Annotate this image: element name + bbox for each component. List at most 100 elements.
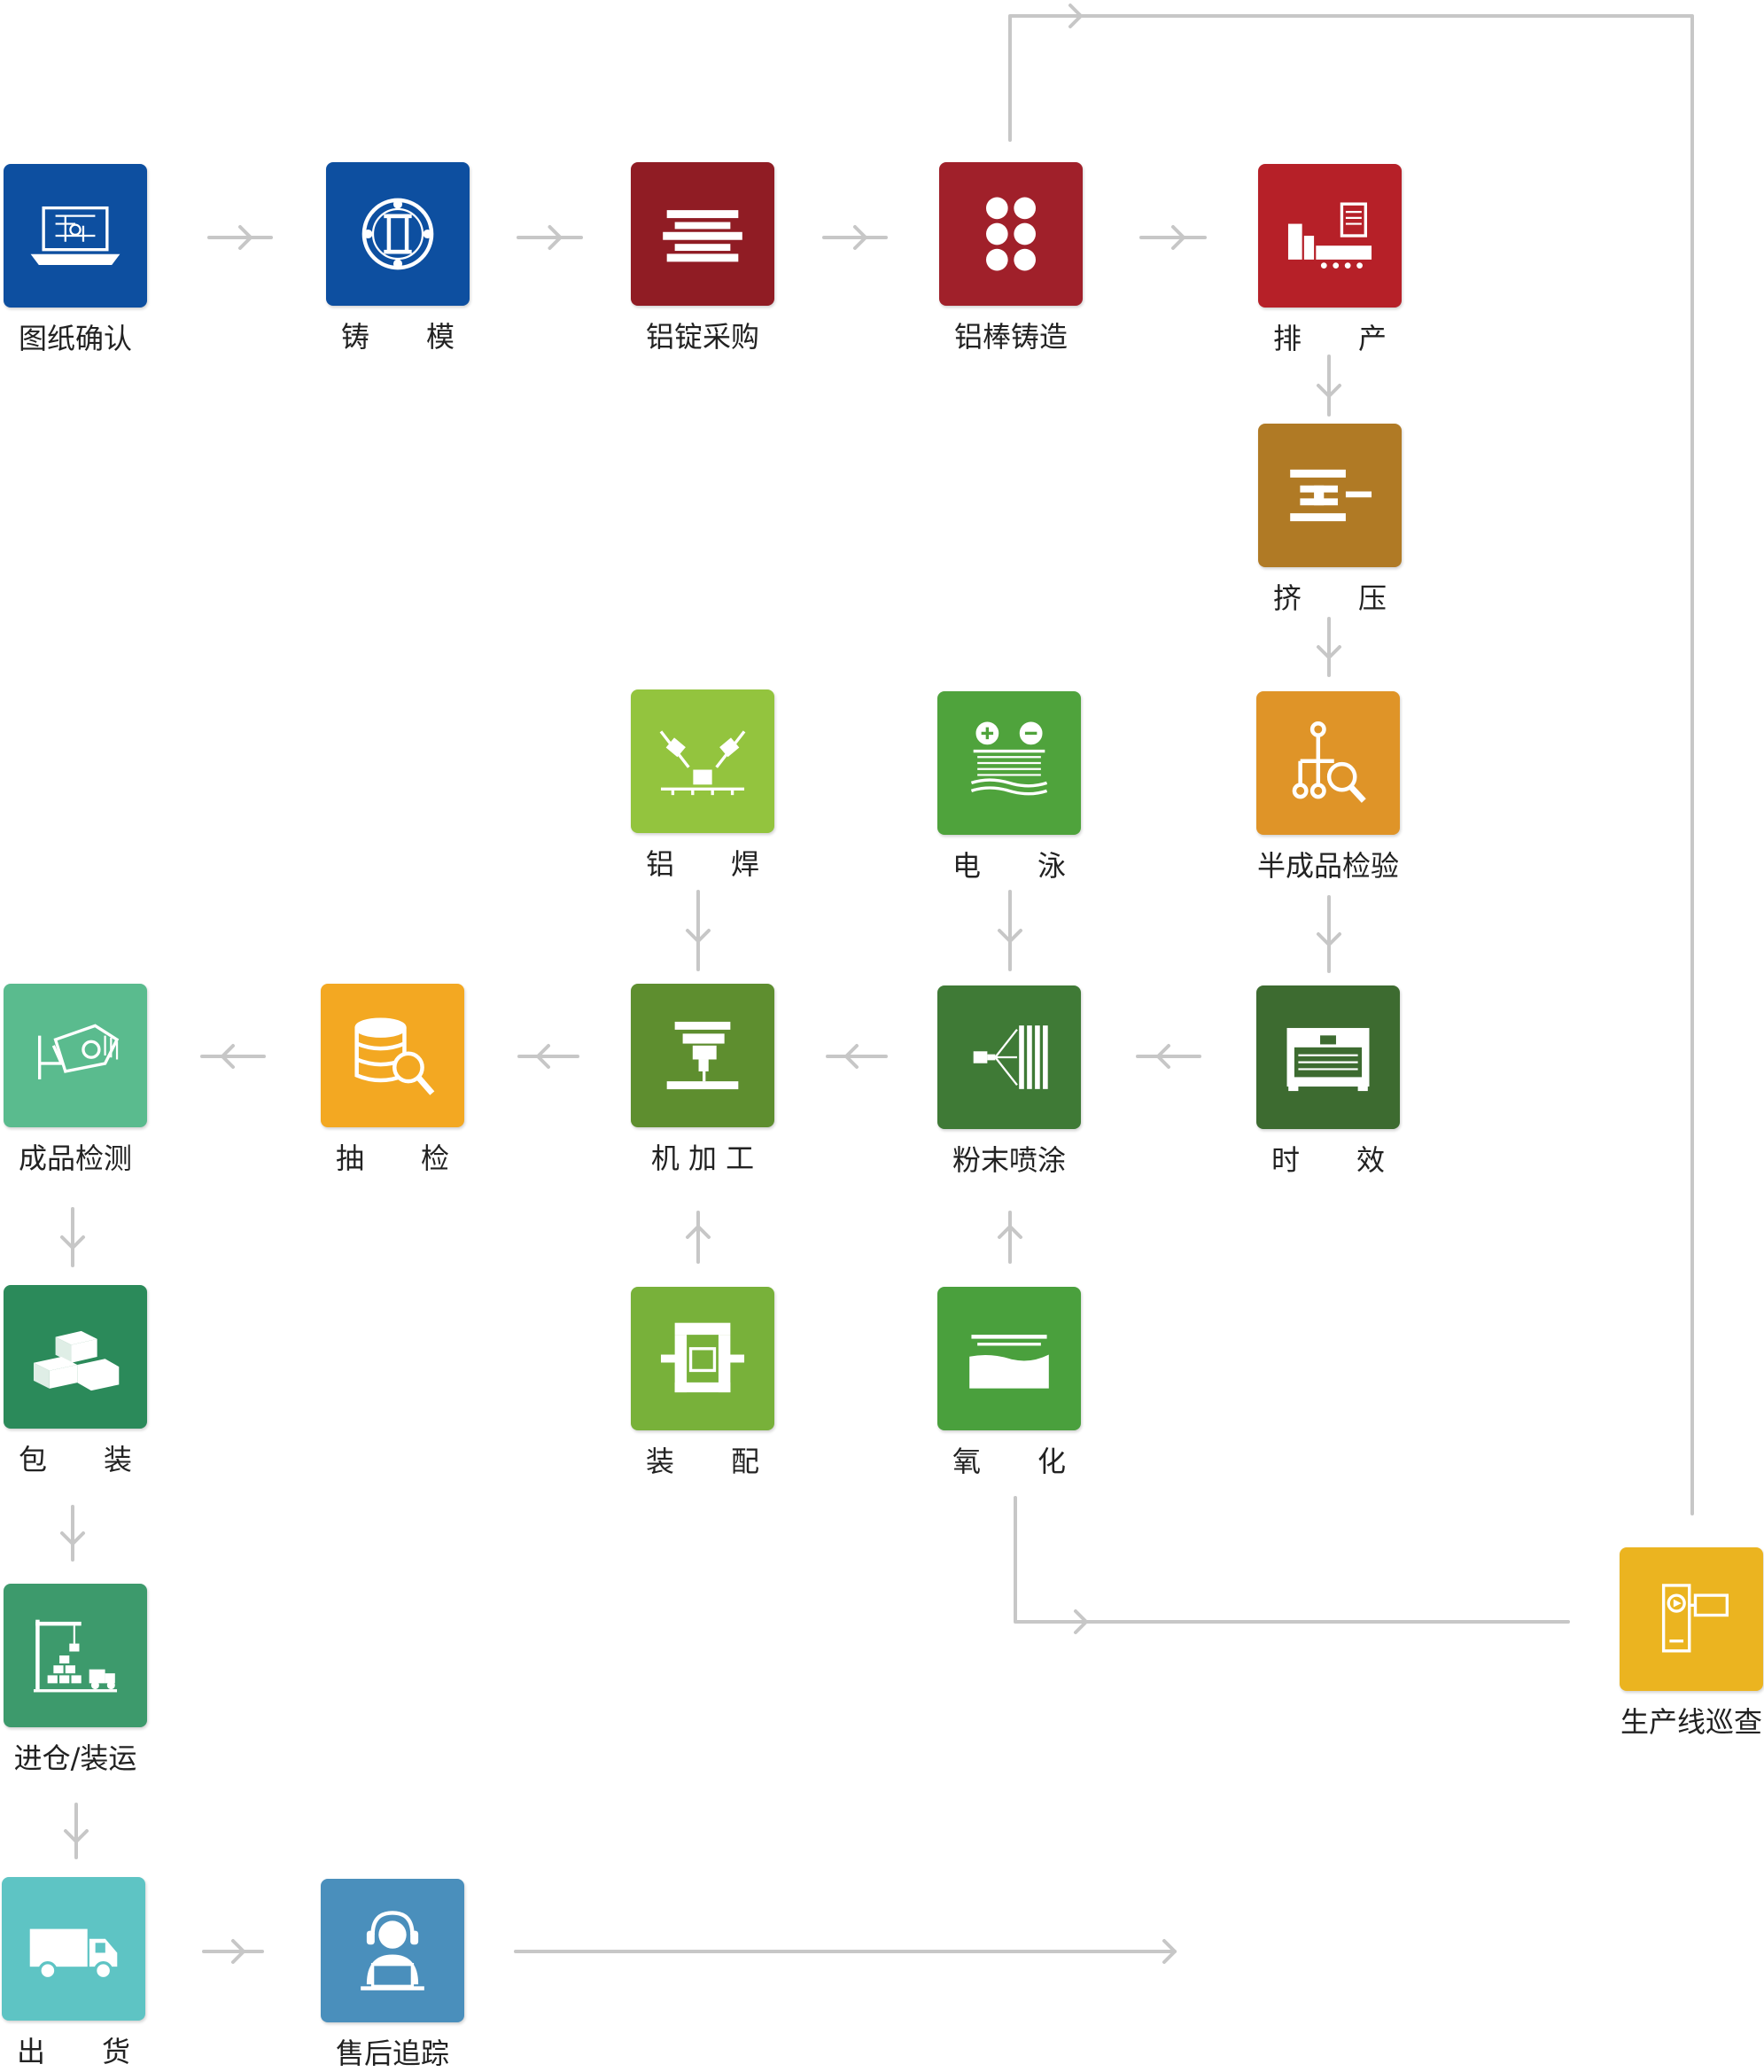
arrow-semi-to-aging <box>1317 895 1341 973</box>
arrow-machining-to-sampling <box>517 1044 579 1069</box>
arrow-electro-to-coating <box>998 890 1022 971</box>
process-tile-aging <box>1256 985 1400 1129</box>
process-tile-ingot-purchase <box>631 162 774 306</box>
arrow-ingot-to-billet <box>822 225 888 250</box>
process-tile-packaging <box>4 1285 147 1429</box>
process-label-after-sales: 售后追踪 <box>335 2037 449 2070</box>
process-node-powder-coating: 粉末喷涂 <box>937 985 1081 1177</box>
process-node-electrophoresis: 电 泳 <box>937 691 1081 883</box>
camera-patrol-icon <box>1661 1584 1729 1653</box>
arrow-mold-to-ingot <box>517 225 583 250</box>
process-label-drawing-confirm: 图纸确认 <box>18 322 132 355</box>
patrol-loop-top <box>1008 4 1694 1515</box>
spray-gun-icon <box>973 1025 1048 1089</box>
process-node-assembly: 装 配 <box>631 1287 774 1478</box>
inspection-tree-icon <box>1292 721 1366 803</box>
electrophoresis-tank-icon <box>970 721 1048 796</box>
process-node-aging: 时 效 <box>1256 985 1400 1177</box>
process-label-warehousing: 进仓/装运 <box>13 1741 137 1775</box>
inspection-scanner-icon <box>38 1024 120 1079</box>
process-label-sampling-inspection: 抽 检 <box>335 1141 449 1175</box>
arrow-aging-to-coating <box>1136 1044 1201 1069</box>
process-node-billet-casting: 铝棒铸造 <box>939 162 1083 354</box>
process-label-powder-coating: 粉末喷涂 <box>952 1143 1066 1177</box>
process-node-welding: 铝 焊 <box>631 689 774 881</box>
boxes-icon <box>33 1330 120 1391</box>
process-label-billet-casting: 铝棒铸造 <box>953 320 1068 354</box>
process-label-packaging: 包 装 <box>18 1443 132 1476</box>
anodizing-tank-icon <box>969 1335 1049 1389</box>
process-label-aging: 时 效 <box>1271 1143 1385 1177</box>
production-line-icon <box>1287 202 1372 269</box>
arrow-coating-to-machining <box>826 1044 888 1069</box>
process-tile-drawing-confirm <box>4 164 147 308</box>
process-tile-final-inspection <box>4 984 147 1127</box>
process-tile-line-patrol <box>1620 1547 1763 1691</box>
process-node-anodizing: 氧 化 <box>937 1287 1081 1478</box>
process-node-drawing-confirm: 图纸确认 <box>4 164 147 355</box>
arrow-final-to-packaging <box>60 1207 85 1267</box>
database-search-icon <box>354 1017 435 1095</box>
process-node-sampling-inspection: 抽 检 <box>321 984 464 1175</box>
process-label-semi-inspection: 半成品检验 <box>1256 849 1399 883</box>
arrow-shipping-to-aftersales <box>202 1939 264 1964</box>
process-tile-after-sales <box>321 1879 464 2022</box>
arrow-packaging-to-warehousing <box>60 1505 85 1562</box>
process-tile-electrophoresis <box>937 691 1081 835</box>
extrusion-press-icon <box>1290 469 1372 522</box>
process-node-shipping: 出 货 <box>2 1877 145 2068</box>
process-node-final-inspection: 成品检测 <box>4 984 147 1175</box>
process-label-electrophoresis: 电 泳 <box>952 849 1066 883</box>
ingot-stack-icon <box>663 210 742 262</box>
arrow-warehousing-to-shipping <box>64 1803 89 1859</box>
process-label-ingot-purchase: 铝锭采购 <box>645 320 759 354</box>
process-tile-welding <box>631 689 774 833</box>
process-tile-warehousing <box>4 1584 147 1727</box>
process-label-anodizing: 氧 化 <box>952 1445 1066 1478</box>
arrow-aftersales-out <box>514 1939 1177 1964</box>
process-label-welding: 铝 焊 <box>645 847 759 881</box>
process-node-packaging: 包 装 <box>4 1285 147 1476</box>
process-tile-anodizing <box>937 1287 1081 1430</box>
process-label-final-inspection: 成品检测 <box>18 1141 132 1175</box>
arrow-extrusion-to-semi <box>1317 617 1341 677</box>
process-label-assembly: 装 配 <box>645 1445 759 1478</box>
process-label-mold-casting: 铸 模 <box>340 320 455 354</box>
billet-dots-icon <box>986 197 1036 271</box>
process-tile-machining <box>631 984 774 1127</box>
process-tile-powder-coating <box>937 985 1081 1129</box>
process-node-mold-casting: 铸 模 <box>326 162 470 354</box>
process-tile-mold-casting <box>326 162 470 306</box>
process-label-shipping: 出 货 <box>16 2035 130 2068</box>
mold-ring-icon <box>361 198 434 270</box>
assembly-part-icon <box>660 1322 745 1393</box>
welding-robot-icon <box>659 730 746 796</box>
process-tile-assembly <box>631 1287 774 1430</box>
support-agent-icon <box>361 1911 424 1990</box>
arrow-scheduling-to-extrusion <box>1317 354 1341 417</box>
aging-oven-icon <box>1286 1027 1370 1092</box>
arrow-drawing-to-mold <box>207 225 273 250</box>
process-node-semi-inspection: 半成品检验 <box>1256 691 1400 883</box>
process-tile-semi-inspection <box>1256 691 1400 835</box>
laptop-blueprint-icon <box>30 206 120 266</box>
process-node-extrusion: 挤 压 <box>1258 424 1402 615</box>
process-tile-billet-casting <box>939 162 1083 306</box>
process-label-line-patrol: 生产线巡查 <box>1620 1705 1762 1739</box>
arrow-assembly-to-machining <box>686 1211 711 1264</box>
process-node-line-patrol: 生产线巡查 <box>1620 1547 1763 1739</box>
process-tile-extrusion <box>1258 424 1402 567</box>
process-label-extrusion: 挤 压 <box>1272 581 1387 615</box>
process-node-warehousing: 进仓/装运 <box>4 1584 147 1775</box>
cnc-machine-icon <box>666 1021 739 1090</box>
process-label-machining: 机 加 工 <box>650 1141 755 1175</box>
process-label-scheduling: 排 产 <box>1272 322 1387 355</box>
process-node-scheduling: 排 产 <box>1258 164 1402 355</box>
crane-warehouse-icon <box>33 1619 118 1693</box>
process-node-after-sales: 售后追踪 <box>321 1879 464 2070</box>
arrow-sampling-to-final <box>200 1044 266 1069</box>
arrow-welding-to-machining <box>686 890 711 971</box>
process-node-machining: 机 加 工 <box>631 984 774 1175</box>
truck-icon <box>29 1928 118 1981</box>
